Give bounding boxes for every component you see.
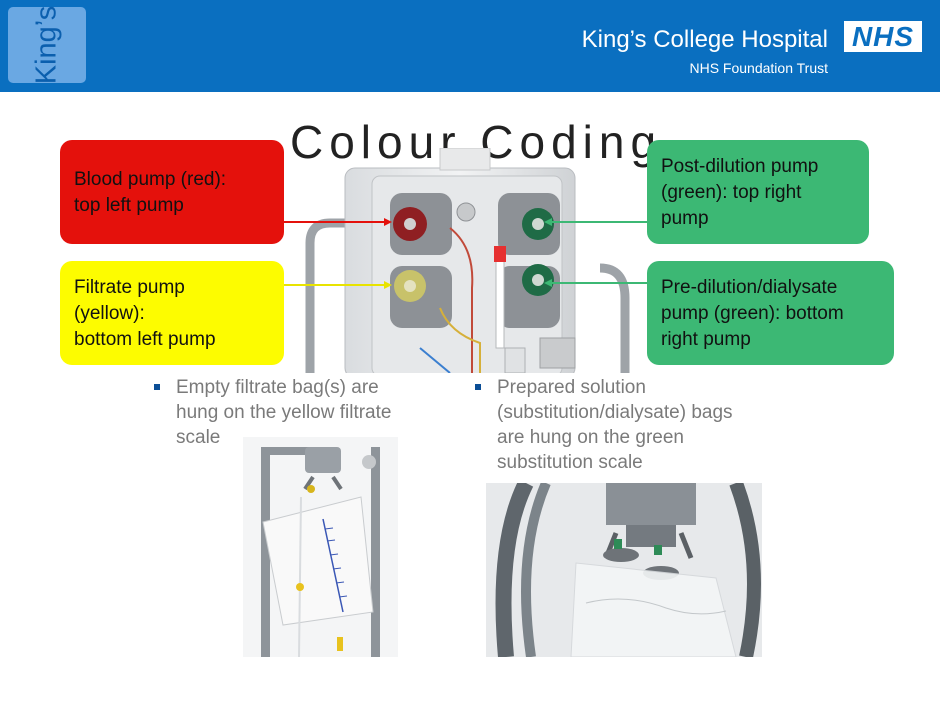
bullet-line: are hung on the green <box>497 427 684 448</box>
header-bar: King’s King’s College Hospital NHS Found… <box>0 0 940 92</box>
callout-line: Filtrate pump <box>74 277 185 298</box>
filtrate-pump-callout: Filtrate pump (yellow): bottom left pump <box>60 261 284 365</box>
filtrate-scale-photo <box>243 437 398 657</box>
bullet-line: hung on the yellow filtrate <box>176 402 392 423</box>
bullet-line: substitution scale <box>497 452 643 473</box>
substitution-scale-photo <box>486 483 762 657</box>
blood-pump-callout: Blood pump (red): top left pump <box>60 140 284 244</box>
callout-line: (green): top right <box>661 182 802 203</box>
post-dilution-pump-callout: Post-dilution pump (green): top right pu… <box>647 140 869 244</box>
pre-dilution-pump-callout: Pre-dilution/dialysate pump (green): bot… <box>647 261 894 365</box>
callout-line: top left pump <box>74 195 184 216</box>
callout-line: (yellow): <box>74 303 145 324</box>
callout-line: Blood pump (red): <box>74 169 227 190</box>
callout-line: right pump <box>661 329 751 350</box>
bullet-marker <box>475 384 481 390</box>
callout-line: Pre-dilution/dialysate <box>661 277 838 298</box>
nhs-logo: NHS <box>844 21 922 52</box>
bullet-marker <box>154 384 160 390</box>
callout-line: pump (green): bottom <box>661 303 844 324</box>
hemofiltration-machine-image <box>305 148 630 373</box>
bullet-line: scale <box>176 427 221 448</box>
bullet-line: Prepared solution <box>497 377 646 398</box>
solution-bags-bullet: Prepared solution (substitution/dialysat… <box>475 375 767 475</box>
trust-name: NHS Foundation Trust <box>689 60 828 76</box>
callout-line: pump <box>661 208 709 229</box>
callout-line: bottom left pump <box>74 329 216 350</box>
filtrate-bag-bullet: Empty filtrate bag(s) are hung on the ye… <box>154 375 446 450</box>
bullet-line: Empty filtrate bag(s) are <box>176 377 379 398</box>
callout-line: Post-dilution pump <box>661 156 819 177</box>
bullet-line: (substitution/dialysate) bags <box>497 402 733 423</box>
hospital-name: King’s College Hospital <box>581 26 828 53</box>
kings-logo: King’s <box>8 6 86 84</box>
